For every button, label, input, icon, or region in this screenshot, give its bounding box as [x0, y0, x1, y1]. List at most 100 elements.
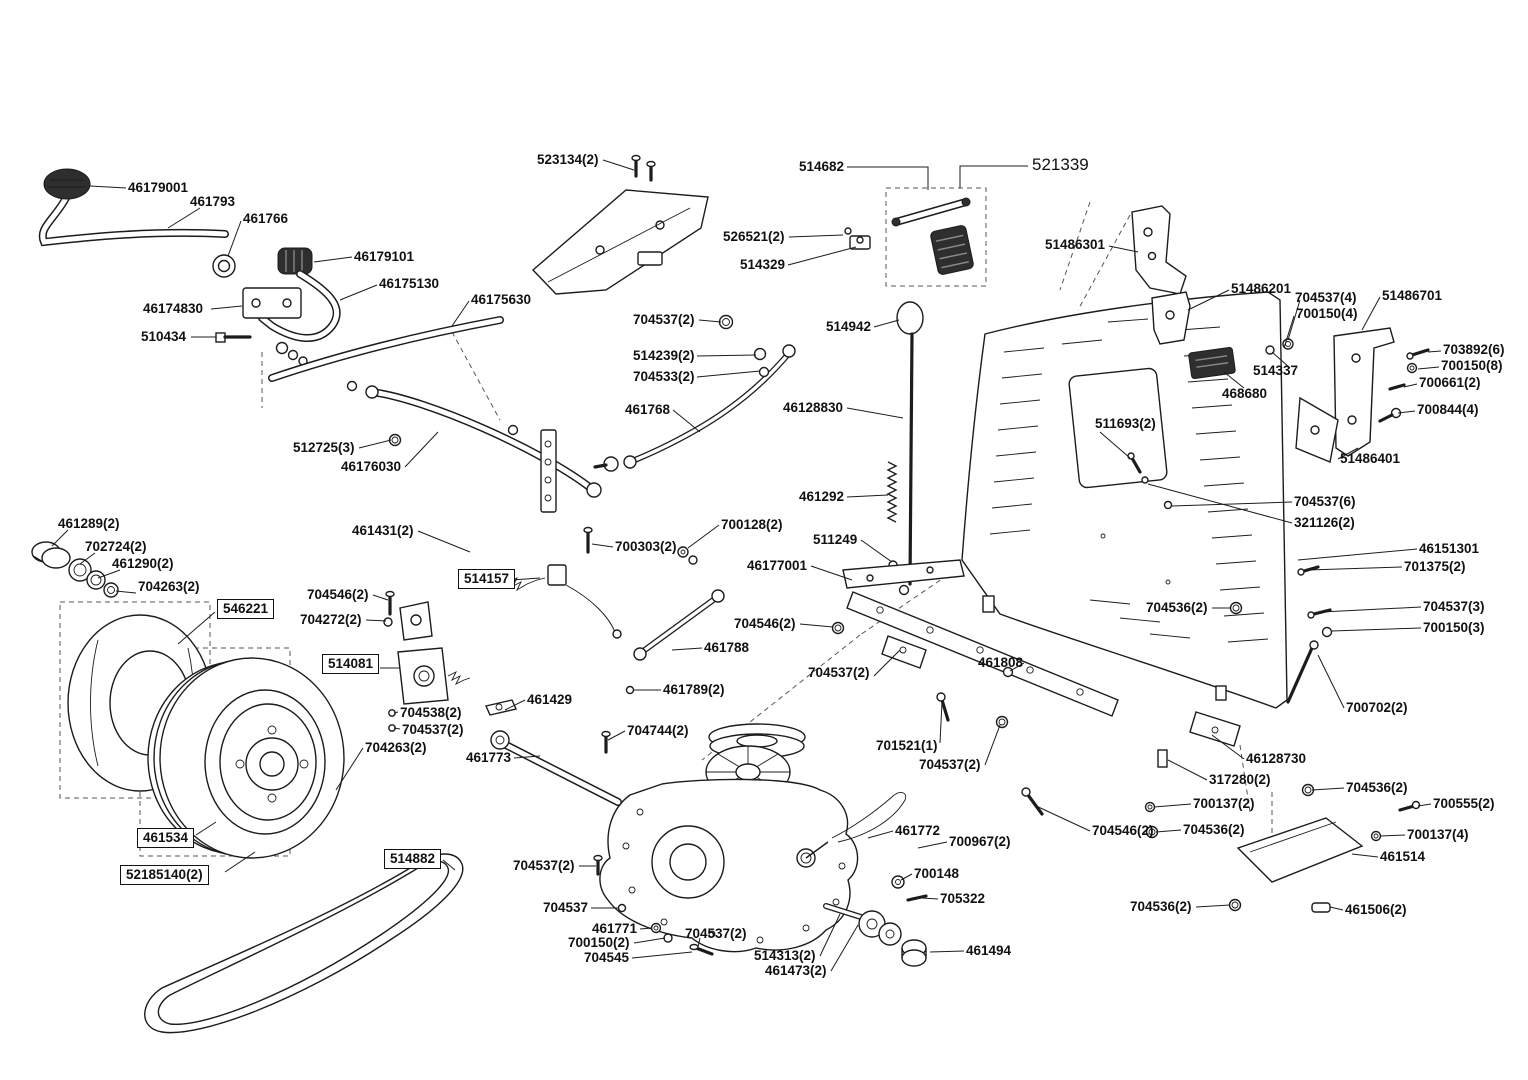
spring [886, 461, 898, 523]
part-label: 511249 [813, 532, 858, 547]
part-label: 700967(2) [949, 834, 1011, 849]
part-label: 46179001 [128, 180, 189, 195]
part-label: 461514 [1380, 849, 1426, 864]
part-label: 321126(2) [1294, 515, 1355, 530]
part-label: 704537(2) [685, 926, 747, 941]
lever-bracket [242, 287, 302, 319]
shift-knob [43, 168, 91, 200]
part-label: 704263(2) [365, 740, 427, 755]
right-brackets [1131, 205, 1430, 463]
part-label: 461789(2) [663, 682, 725, 697]
part-label: 514682 [799, 159, 845, 174]
panel-cutout [1068, 367, 1168, 489]
part-label: 704537(2) [402, 722, 464, 737]
shift-rod-assembly [886, 301, 924, 596]
cable-assembly [504, 526, 845, 695]
part-label: 700555(2) [1433, 796, 1495, 811]
part-label: 704536(2) [1146, 600, 1208, 615]
rear-panel [961, 291, 1288, 709]
hub-washers [31, 541, 119, 598]
part-label: 461431(2) [352, 523, 414, 538]
part-label: 46175130 [379, 276, 440, 291]
part-label: 461290(2) [112, 556, 174, 571]
part-label: 512725(3) [293, 440, 355, 455]
assembly-number-label: 521339 [1032, 155, 1089, 174]
part-label: 704536(2) [1183, 822, 1245, 837]
part-label: 700702(2) [1346, 700, 1408, 715]
part-label: 514942 [826, 319, 872, 334]
part-label: 704533(2) [633, 369, 695, 384]
part-label: 704536(2) [1130, 899, 1192, 914]
mounting-plate [531, 154, 709, 295]
part-label: 514329 [740, 257, 786, 272]
drive-belt [144, 853, 464, 1034]
part-label: 704537(3) [1423, 599, 1485, 614]
transaxle-housing [599, 778, 859, 953]
part-label: 461534 [137, 828, 195, 849]
part-label: 51486301 [1045, 237, 1106, 252]
skid-plate [1144, 565, 1421, 913]
part-label: 51486401 [1340, 451, 1401, 466]
part-label: 46177001 [747, 558, 808, 573]
wheel [147, 657, 345, 859]
control-lever-kit [844, 197, 974, 275]
part-label: 700150(8) [1441, 358, 1503, 373]
part-label: 461766 [243, 211, 289, 226]
part-label: 704546(2) [307, 587, 369, 602]
part-label: 704536(2) [1346, 780, 1408, 795]
part-label: 510434 [141, 329, 187, 344]
frame-rails [842, 559, 1241, 816]
part-label: 704546(2) [734, 616, 796, 631]
part-label: 51486701 [1382, 288, 1443, 303]
bottom-fasteners [593, 854, 714, 956]
part-label: 461772 [895, 823, 941, 838]
part-label: 514157 [458, 569, 516, 590]
part-label: 704744(2) [627, 723, 689, 738]
part-label: 514081 [322, 654, 380, 675]
lever-grip [277, 247, 313, 275]
part-label: 46175630 [471, 292, 532, 307]
part-label: 704272(2) [300, 612, 362, 627]
part-label: 46174830 [143, 301, 204, 316]
part-label: 700150(3) [1423, 620, 1485, 635]
part-label: 46128730 [1246, 751, 1307, 766]
part-label: 46128830 [783, 400, 844, 415]
part-label: 700150(4) [1296, 306, 1358, 321]
part-label: 514882 [384, 849, 442, 870]
part-label: 461494 [966, 943, 1012, 958]
leader-lines [51, 159, 1442, 972]
part-label: 705322 [940, 891, 986, 906]
idler-bracket-group [322, 590, 611, 803]
part-label: 461788 [704, 640, 750, 655]
part-label: 461473(2) [765, 963, 827, 978]
part-label: 704537(2) [808, 665, 870, 680]
part-label: 702724(2) [85, 539, 147, 554]
shift-lever-assembly [38, 168, 602, 513]
part-label: 704263(2) [138, 579, 200, 594]
part-label: 704537(2) [633, 312, 695, 327]
part-label: 703892(6) [1443, 342, 1505, 357]
part-label: 700128(2) [721, 517, 783, 532]
transaxle [485, 699, 928, 967]
part-label: 546221 [217, 599, 275, 620]
part-label: 317280(2) [1209, 772, 1271, 787]
part-label: 704538(2) [400, 705, 462, 720]
part-label: 704537(2) [919, 757, 981, 772]
part-label: 46176030 [341, 459, 402, 474]
part-label: 46179101 [354, 249, 415, 264]
part-label: 461773 [466, 750, 512, 765]
part-label: 523134(2) [537, 152, 599, 167]
part-label: 700303(2) [615, 539, 677, 554]
part-label: 461768 [625, 402, 671, 417]
part-label: 468680 [1222, 386, 1268, 401]
part-label: 700150(2) [568, 935, 630, 950]
part-label: 701375(2) [1404, 559, 1466, 574]
part-label: 704537(2) [513, 858, 575, 873]
part-label: 700137(4) [1407, 827, 1469, 842]
part-label: 461808 [978, 655, 1024, 670]
part-label: 461793 [190, 194, 236, 209]
part-label: 461429 [527, 692, 573, 707]
part-label: 701521(1) [876, 738, 938, 753]
linkage-rods [388, 314, 796, 472]
